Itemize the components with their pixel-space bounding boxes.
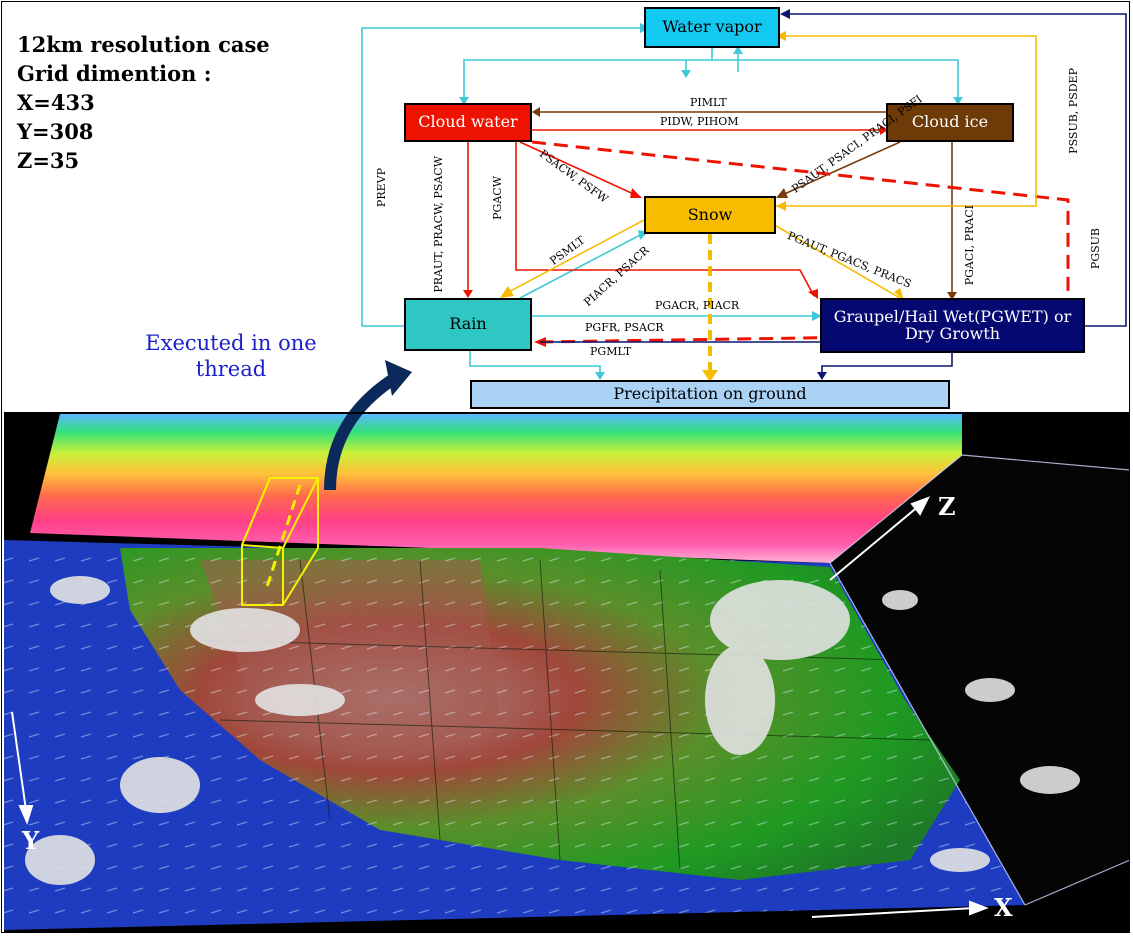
cloud-ice-box: Cloud ice	[886, 103, 1014, 142]
label-pgacw: PGACW	[491, 176, 504, 220]
label-pidw-pihom: PIDW, PIHOM	[660, 115, 739, 128]
navy-arrowheads	[780, 9, 827, 380]
info-line: Y=308	[17, 119, 94, 144]
cloud-features	[25, 576, 1080, 885]
label-pgaci-praci: PGACI, PRACI	[963, 205, 976, 286]
info-line: Z=35	[17, 148, 80, 173]
label-praut-pracw-psacw: PRAUT, PRACW, PSACW	[432, 156, 445, 293]
cloud-water-box: Cloud water	[404, 103, 532, 142]
axis-label-x: X	[994, 893, 1013, 922]
rain-label: Rain	[449, 314, 487, 334]
precipitation-box: Precipitation on ground	[470, 380, 950, 409]
label-pgmlt: PGMLT	[590, 345, 632, 358]
cyan-arrows	[361, 27, 959, 378]
axis-arrows	[11, 496, 989, 918]
info-line: X=433	[17, 90, 95, 115]
cyan-arrowheads	[459, 23, 963, 380]
domain-box	[829, 454, 1131, 906]
snow-precip-arrowhead	[702, 370, 718, 382]
snow-label: Snow	[687, 204, 733, 224]
thread-column	[241, 477, 319, 606]
info-line: Grid dimention :	[17, 61, 212, 86]
axis-label-z: Z	[938, 492, 956, 521]
thread-arrow	[324, 372, 399, 491]
label-pssub-psdep: PSSUB, PSDEP	[1067, 68, 1080, 154]
label-pgacr-piacr: PGACR, PIACR	[655, 299, 740, 312]
orange-arrows	[504, 35, 1037, 299]
executed-label: Executed in one thread	[145, 331, 317, 381]
water-vapor-box: Water vapor	[644, 7, 780, 48]
brown-arrows	[540, 111, 953, 298]
axis-label-y: Y	[22, 826, 40, 855]
label-pimlt: PIMLT	[690, 96, 727, 109]
red-arrows	[467, 129, 880, 297]
thread-arrow-head	[385, 360, 412, 396]
brown-arrowheads	[532, 107, 957, 300]
panel-divider	[4, 412, 1130, 414]
label-prevp: PREVP	[375, 168, 388, 208]
orange-arrowheads	[500, 31, 904, 300]
water-vapor-label: Water vapor	[662, 17, 762, 37]
top-face-gradient	[30, 414, 962, 563]
grid-info: 12km resolution case Grid dimention : X=…	[17, 30, 270, 175]
label-pgfr-psacr: PGFR, PSACR	[585, 321, 664, 334]
snow-box: Snow	[644, 196, 776, 234]
cloud-ice-label: Cloud ice	[911, 112, 989, 132]
graupel-box: Graupel/Hail Wet(PGWET) or Dry Growth	[820, 298, 1085, 353]
precipitation-label: Precipitation on ground	[613, 384, 807, 404]
red-dashed-path	[531, 140, 1070, 344]
info-line: 12km resolution case	[17, 32, 270, 57]
red-arrowheads	[463, 125, 888, 299]
graupel-label: Graupel/Hail Wet(PGWET) or Dry Growth	[833, 306, 1072, 343]
label-pgsub: PGSUB	[1089, 228, 1102, 270]
cloud-water-label: Cloud water	[418, 112, 518, 132]
rain-box: Rain	[404, 298, 532, 351]
